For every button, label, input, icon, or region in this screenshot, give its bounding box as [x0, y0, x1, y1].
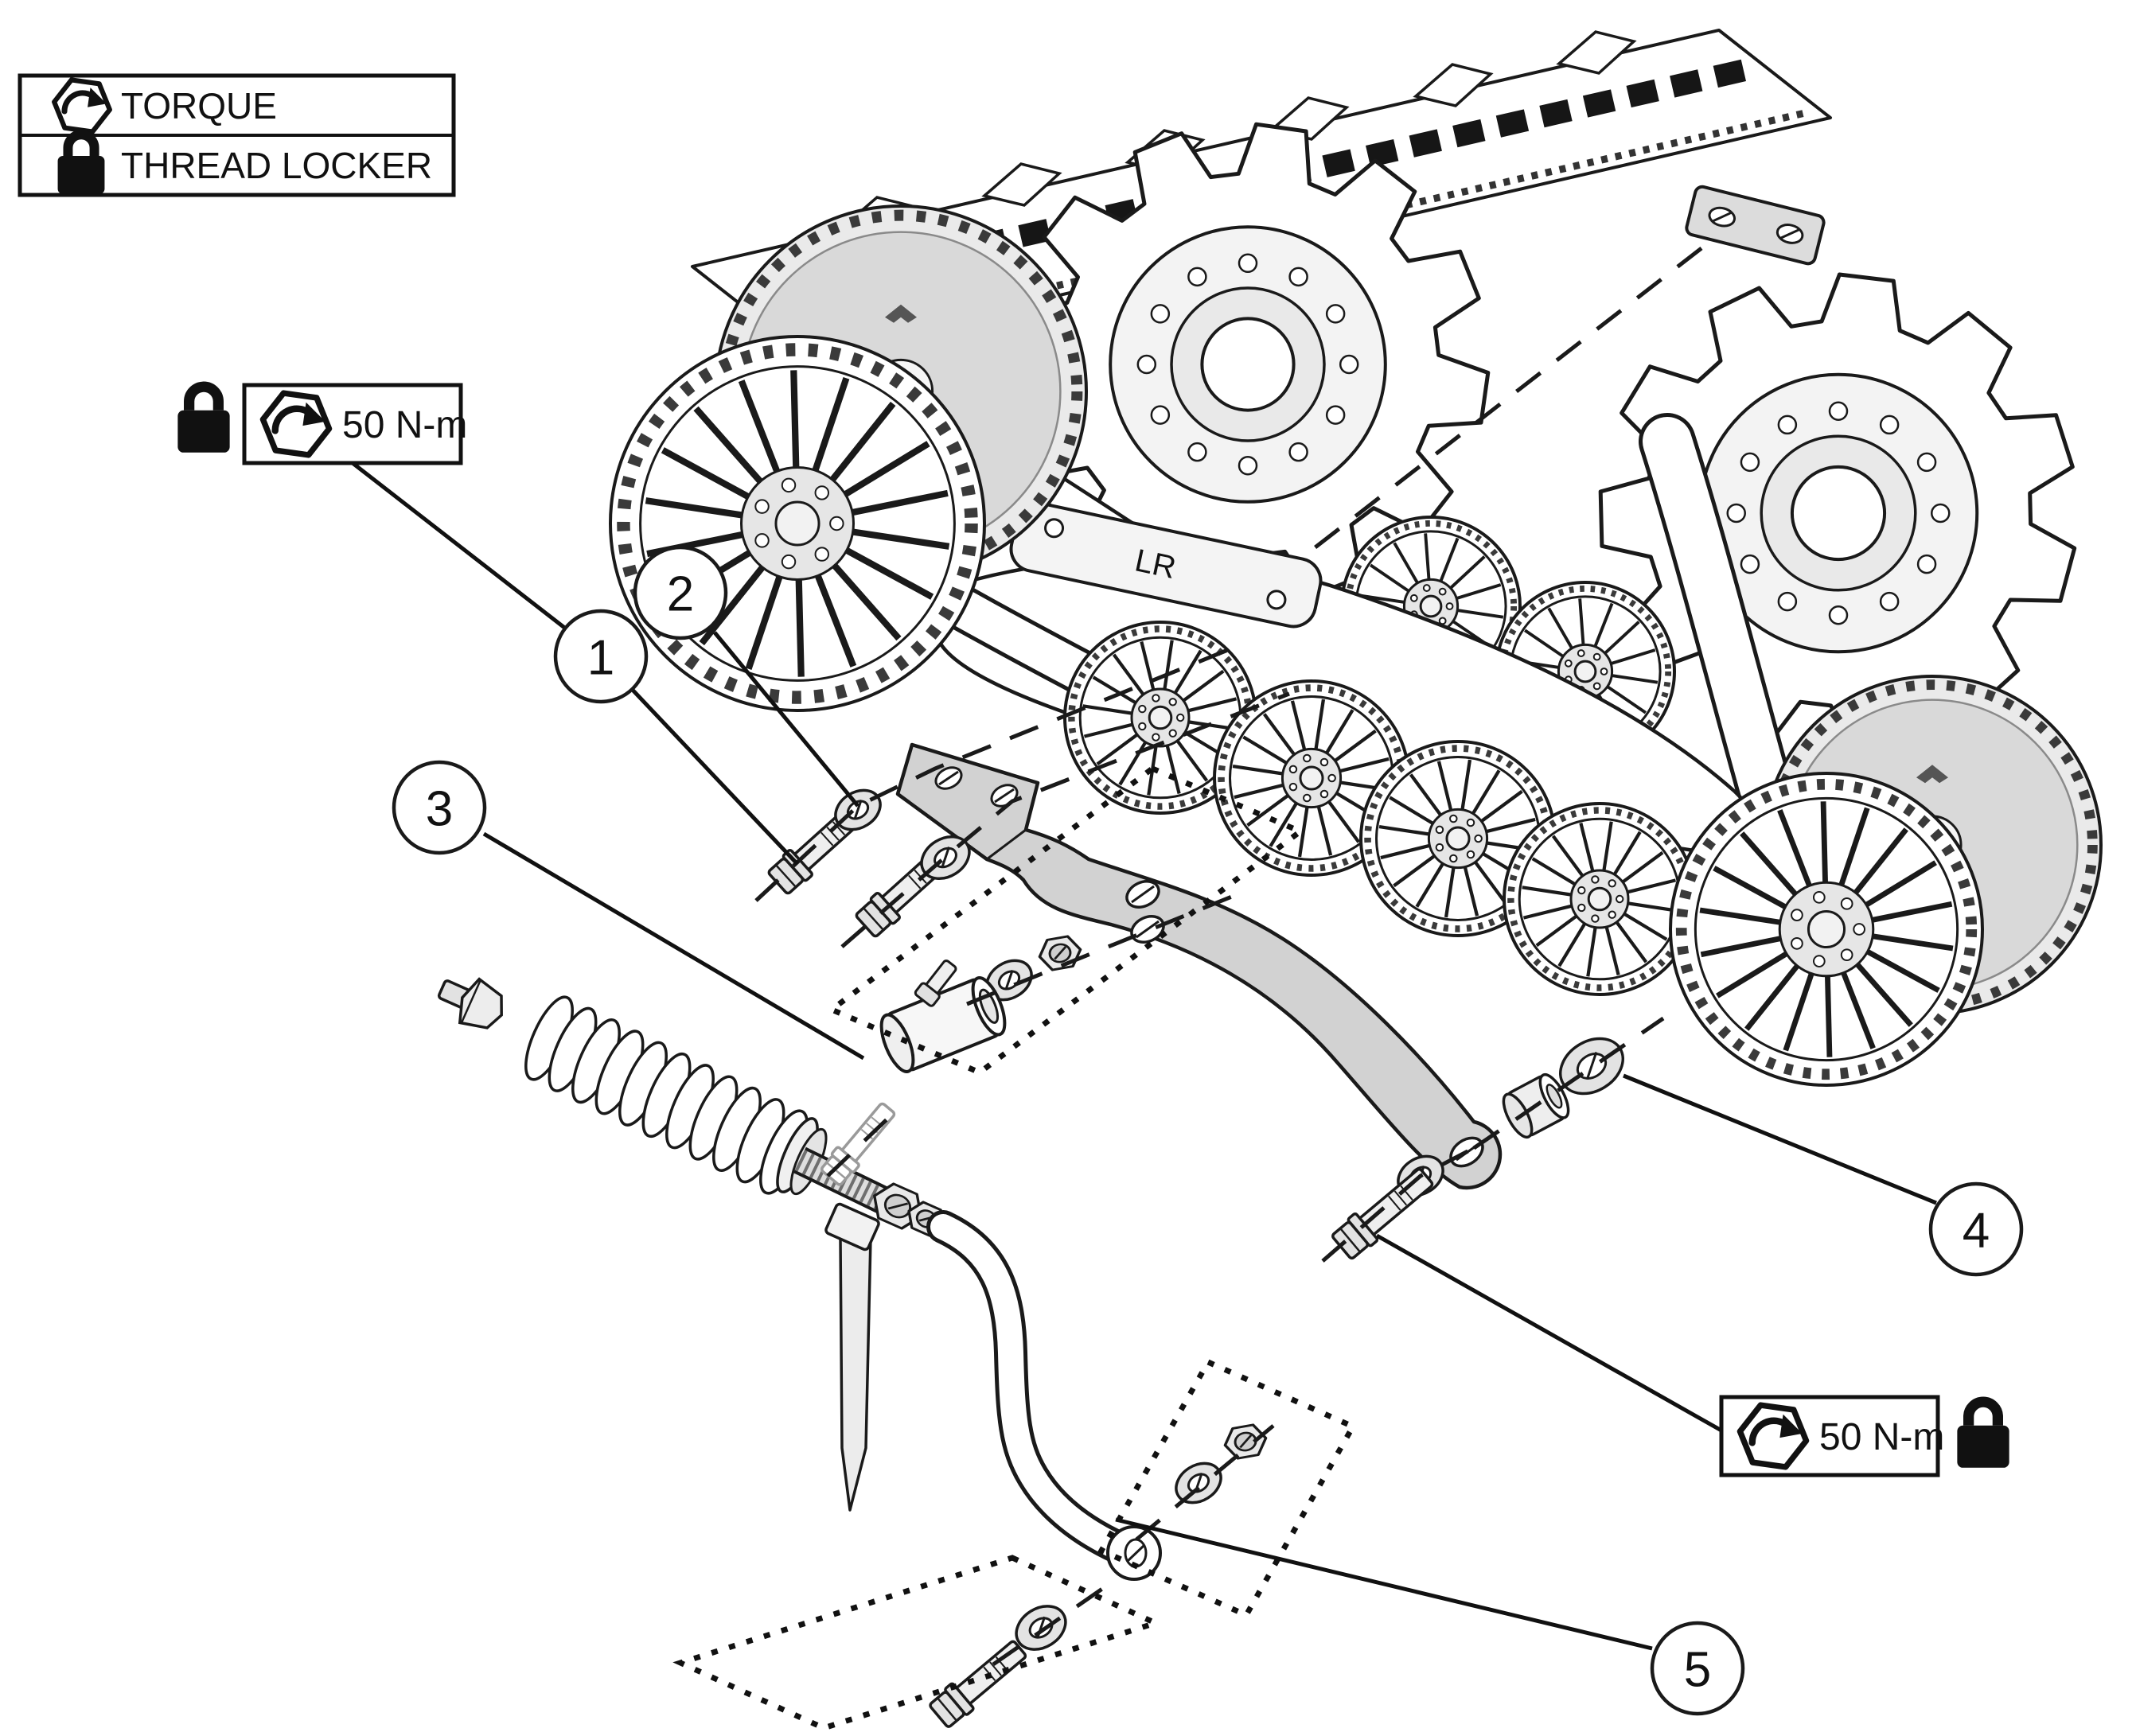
- callout-5: 5: [1650, 1621, 1745, 1716]
- tensioner-end-bolt: [437, 977, 503, 1030]
- coil-spring: [524, 995, 828, 1196]
- legend-torque-label: TORQUE: [121, 85, 277, 127]
- leader-torque-upper: [351, 461, 568, 631]
- spacer-grease-fitting: [914, 959, 957, 1007]
- torque-spec-upper-left: 50 N-m: [177, 385, 467, 465]
- torque-value-upper: 50 N-m: [342, 404, 467, 446]
- callout-3: 3: [392, 760, 487, 855]
- callout-4-number: 4: [1963, 1203, 1990, 1258]
- leader-callout-1: [627, 684, 799, 866]
- callout-balloons: 1 2 3 4 5: [392, 545, 2024, 1716]
- torque-value-lower: 50 N-m: [1819, 1416, 1944, 1458]
- track-guide-plate: [1685, 185, 1826, 266]
- explosion-axes: [754, 247, 1703, 1667]
- thread-locker-lock-icon: [1957, 1402, 2009, 1468]
- callout-2-number: 2: [667, 566, 694, 621]
- hex-nut: [1038, 935, 1082, 971]
- hex-bolt: [1331, 1168, 1434, 1260]
- hex-nut: [1223, 1423, 1268, 1460]
- flat-washer: [1015, 1605, 1067, 1651]
- frame-lr-marking: LR: [1132, 543, 1179, 586]
- callout-1: 1: [553, 609, 649, 704]
- flat-washer: [1175, 1462, 1222, 1504]
- legend-thread-locker-label: THREAD LOCKER: [121, 145, 432, 186]
- callout-5-number: 5: [1684, 1642, 1711, 1697]
- callout-1-number: 1: [587, 630, 614, 685]
- rear-idler-wheels: [1669, 675, 2103, 1087]
- leader-torque-lower: [1375, 1233, 1723, 1433]
- lower-bolt-box: [672, 1555, 1163, 1731]
- callout-leader-lines: [351, 461, 1937, 1651]
- callout-3-number: 3: [426, 781, 453, 836]
- support-blade: [824, 1202, 880, 1512]
- torque-spec-lower-right: 50 N-m: [1719, 1395, 2009, 1477]
- bogie-wheel-row: [1063, 621, 1697, 996]
- leader-callout-4: [1623, 1073, 1937, 1205]
- callout-4: 4: [1928, 1181, 2024, 1277]
- tension-rod: [926, 1210, 1135, 1564]
- hardware-group-boxes: [672, 765, 1357, 1731]
- tensioner-spring-assembly: [437, 977, 1162, 1581]
- front-idler-wheels: [609, 204, 1088, 712]
- drive-sprocket: [1005, 122, 1491, 607]
- leader-callout-5: [1115, 1517, 1653, 1651]
- thread-locker-lock-icon: [177, 387, 229, 453]
- hex-bolt: [820, 1102, 896, 1186]
- legend: TORQUE THREAD LOCKER: [18, 73, 456, 195]
- lower-nut-box: [1097, 1358, 1357, 1619]
- leader-callout-3: [482, 831, 865, 1061]
- leader-callout-2: [713, 631, 859, 808]
- callout-2: 2: [633, 545, 728, 640]
